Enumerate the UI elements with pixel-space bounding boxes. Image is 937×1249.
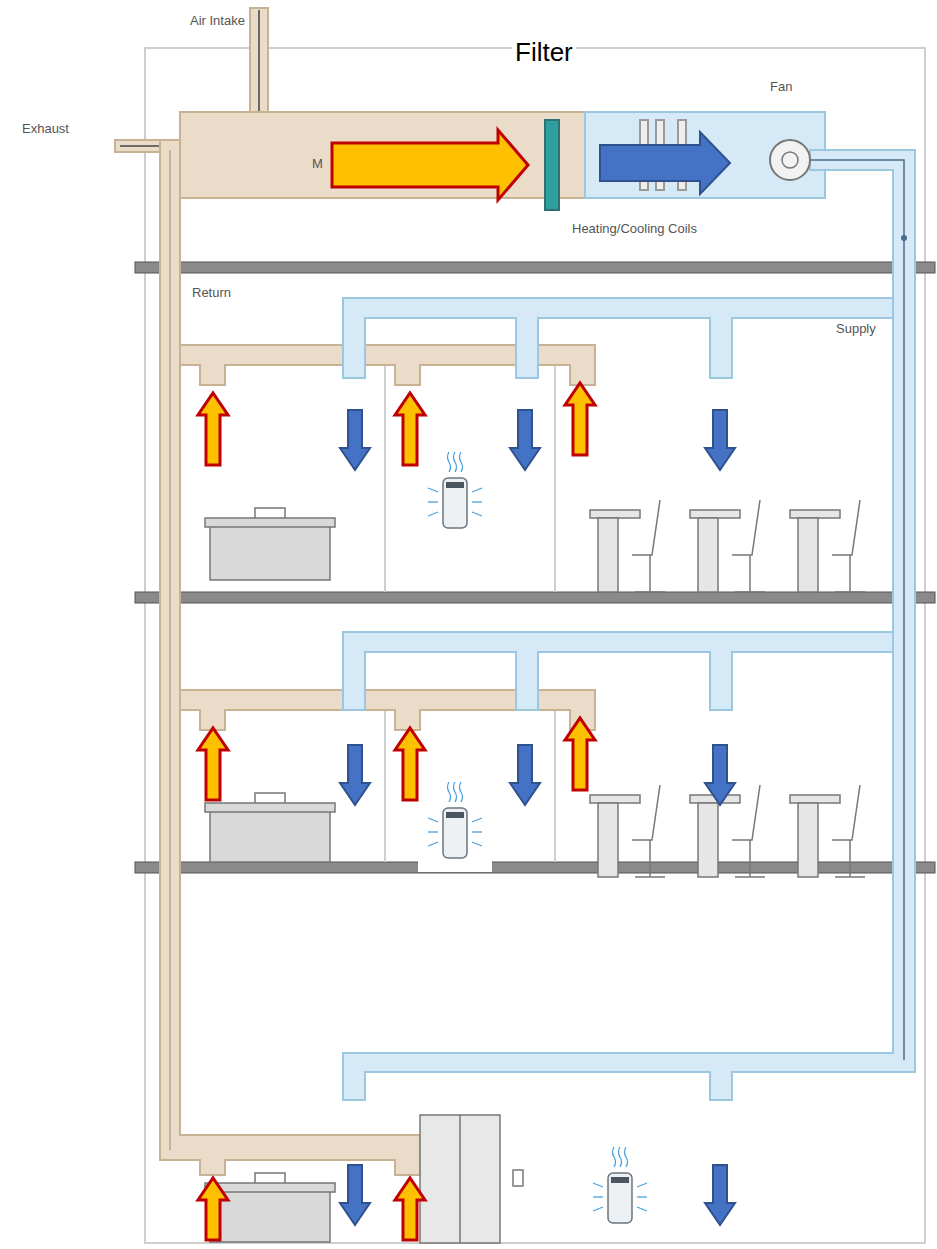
- return-arrow: [198, 1178, 228, 1240]
- component-label: Filter: [512, 38, 576, 68]
- floor-slab: [135, 592, 935, 603]
- return-arrow: [198, 393, 228, 465]
- supply-air-arrow: [600, 132, 730, 194]
- part-label: Air Intake: [190, 14, 245, 29]
- air-purifiers: [418, 450, 657, 1237]
- part-label: Fan: [770, 80, 792, 95]
- supply-duct: [343, 150, 915, 1100]
- supply-arrow: [510, 410, 540, 470]
- return-arrow: [395, 728, 425, 800]
- supply-arrow: [705, 1165, 735, 1225]
- part-label: M: [312, 157, 323, 172]
- supply-arrow: [340, 410, 370, 470]
- filter: [545, 120, 559, 210]
- air-purifier: [418, 450, 492, 542]
- part-label: Supply: [836, 322, 876, 337]
- supply-arrow: [340, 1165, 370, 1225]
- air-purifier: [418, 780, 492, 872]
- conditioned-section: [585, 112, 825, 198]
- return-air-arrow: [332, 130, 528, 200]
- return-arrow: [395, 1178, 425, 1240]
- flow-dot: [901, 235, 907, 241]
- supply-arrow: [510, 745, 540, 805]
- desks: [590, 500, 865, 877]
- part-label: Heating/Cooling Coils: [572, 222, 697, 237]
- return-arrow: [395, 393, 425, 465]
- furniture: [205, 508, 335, 1242]
- supply-arrow: [340, 745, 370, 805]
- part-label: Exhaust: [22, 122, 69, 137]
- room-air-arrows: [198, 383, 735, 1240]
- building-outline: [145, 48, 925, 1243]
- air-purifier: [583, 1145, 657, 1237]
- return-arrow: [198, 728, 228, 800]
- part-label: Return: [192, 286, 231, 301]
- fan-hub: [782, 152, 798, 168]
- elevator: [420, 1115, 523, 1243]
- return-arrow: [565, 383, 595, 455]
- supply-arrow: [705, 745, 735, 805]
- roof-slab: [135, 262, 935, 273]
- fan-symbol: [770, 140, 810, 180]
- return-arrow: [565, 718, 595, 790]
- supply-line: [810, 160, 904, 1060]
- return-line: [170, 150, 171, 1150]
- supply-arrow: [705, 410, 735, 470]
